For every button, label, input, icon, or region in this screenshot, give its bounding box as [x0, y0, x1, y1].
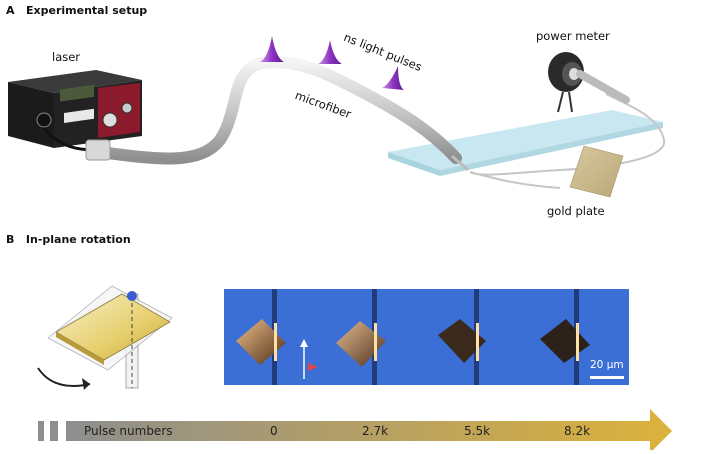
pulse-number-timeline: Pulse numbers 0 2.7k 5.5k 8.2k	[0, 400, 723, 453]
timeline-arrow	[38, 409, 672, 453]
gold-plate-label: gold plate	[547, 204, 605, 218]
pulse-icon	[260, 36, 284, 62]
collection-fiber	[469, 93, 666, 189]
timeline-title: Pulse numbers	[84, 424, 173, 438]
panel-a-letter: A	[6, 4, 15, 17]
pulse-icon	[382, 66, 404, 90]
gold-flake-frame-4	[540, 319, 590, 363]
panel-b-letter: B	[6, 233, 15, 246]
gold-flake-frame-3	[438, 319, 486, 363]
pivot-point	[127, 291, 137, 301]
light-pulses	[260, 36, 404, 90]
scale-bar	[590, 376, 624, 379]
scale-bar-label: 20 μm	[590, 359, 624, 371]
rotated-gold-plate	[55, 293, 171, 361]
timeline-tick: 5.5k	[464, 424, 491, 438]
panel-b-title: In-plane rotation	[25, 233, 131, 246]
rotation-arrow-icon	[37, 367, 91, 387]
fiber-connector	[85, 139, 111, 161]
panel-b-heading: B In-plane rotation	[6, 233, 131, 246]
power-meter-device	[548, 52, 630, 113]
panel-a-heading: A Experimental setup	[6, 4, 147, 17]
laser-label: laser	[52, 50, 81, 64]
panel-a-title: Experimental setup	[26, 4, 148, 17]
rotation-schematic	[37, 285, 173, 390]
gold-flake-frame-1	[236, 319, 286, 365]
laser-device	[8, 70, 142, 148]
power-meter-label: power meter	[536, 29, 610, 43]
gold-flake-frame-2	[336, 321, 386, 367]
microscope-frames	[236, 289, 590, 385]
gold-plate	[569, 145, 624, 198]
timeline-tick: 2.7k	[362, 424, 389, 438]
pulse-icon	[318, 40, 342, 64]
microscope-image-strip: 20 μm	[224, 289, 629, 385]
microfiber	[94, 56, 462, 165]
timeline-tick: 8.2k	[564, 424, 591, 438]
timeline-tick: 0	[270, 424, 278, 438]
